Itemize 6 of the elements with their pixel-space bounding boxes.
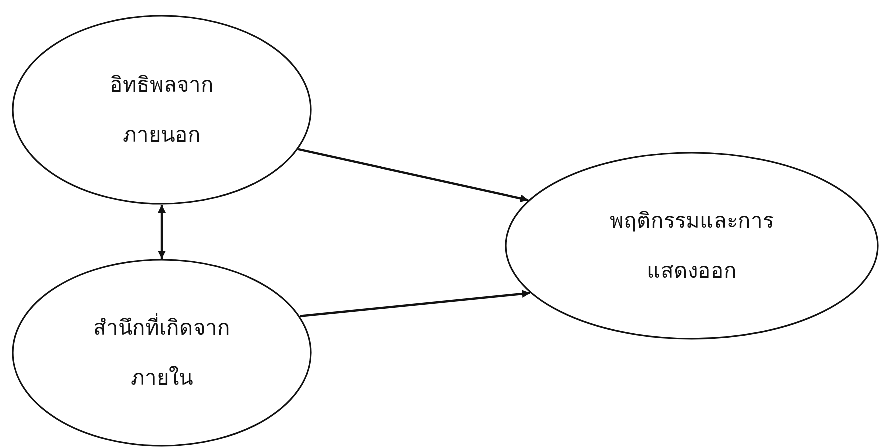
node-label: พฤติกรรมและการแสดงออก — [609, 208, 775, 285]
node-label: อิทธิพลจากภายนอก — [109, 72, 215, 149]
arrow — [300, 290, 530, 318]
arrow — [298, 148, 529, 203]
node-label: สำนึกที่เกิดจากภายใน — [77, 303, 247, 403]
arrow — [158, 205, 166, 259]
